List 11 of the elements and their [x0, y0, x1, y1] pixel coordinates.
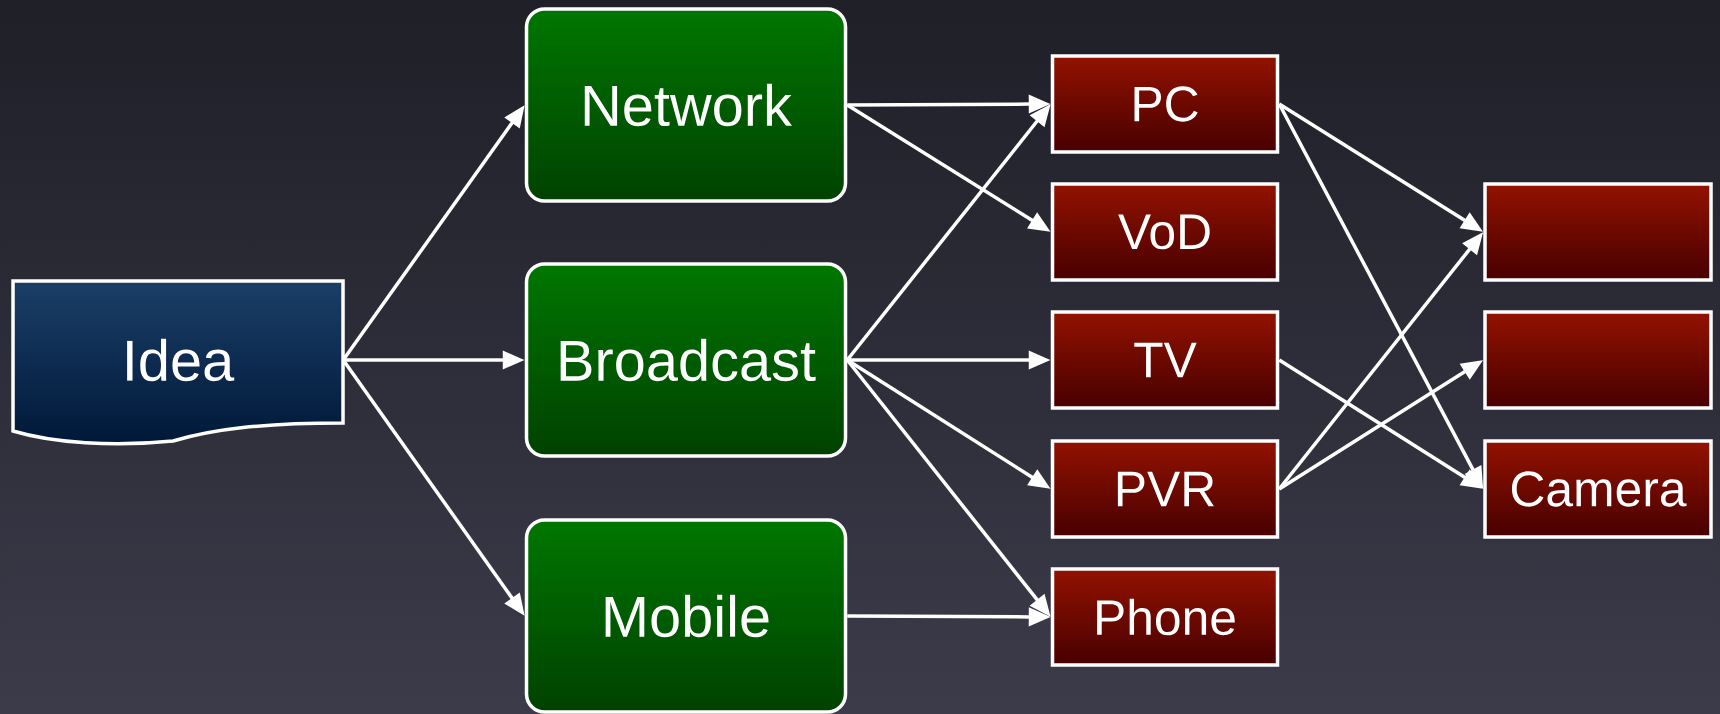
- device-box: TV: [1050, 310, 1280, 410]
- device-box: Phone: [1050, 567, 1280, 667]
- empty-box: [1483, 310, 1713, 410]
- device-box: PVR: [1050, 439, 1280, 539]
- device-box: VoD: [1050, 182, 1280, 282]
- device-box: PC: [1050, 54, 1280, 154]
- rounded-box: Network: [524, 7, 848, 203]
- rounded-box: Mobile: [524, 518, 848, 714]
- device-box: Camera: [1483, 439, 1713, 539]
- empty-box: [1483, 182, 1713, 282]
- rounded-box: Broadcast: [524, 262, 848, 458]
